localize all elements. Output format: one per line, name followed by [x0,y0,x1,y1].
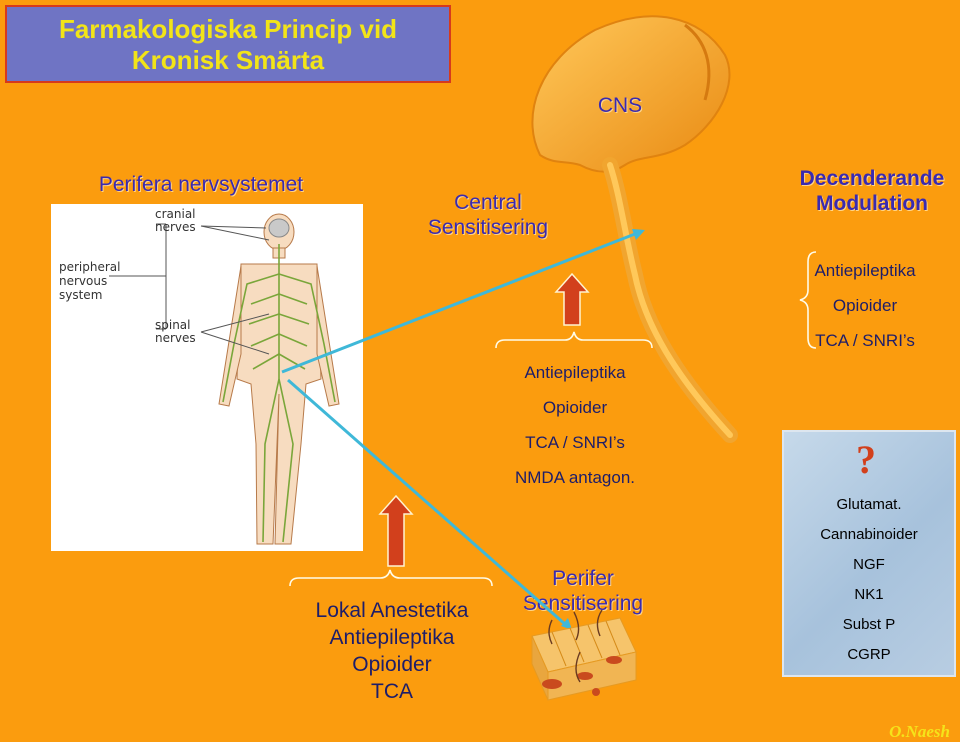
central-drug-2: Opioider [495,390,655,425]
descending-drug-list: Antiepileptika Opioider TCA / SNRI’s [790,253,940,358]
future-targets-panel: ? Glutamat. Cannabinoider NGF NK1 Subst … [782,430,956,677]
target-item-2: Cannabinoider [784,520,954,550]
target-item-3: NGF [784,550,954,580]
target-item-1: Glutamat. [784,490,954,520]
tissue-block [532,610,636,700]
target-item-6: CGRP [784,640,954,670]
central-drug-3: TCA / SNRI’s [495,425,655,460]
central-drug-list: Antiepileptika Opioider TCA / SNRI’s NMD… [495,355,655,495]
descending-drug-2: Opioider [790,288,940,323]
peripheral-drug-3: Opioider [288,651,496,678]
peripheral-drug-1: Lokal Anestetika [288,597,496,624]
central-drug-1: Antiepileptika [495,355,655,390]
peripheral-drug-4: TCA [288,678,496,705]
descending-drug-1: Antiepileptika [790,253,940,288]
descending-drug-3: TCA / SNRI’s [790,323,940,358]
author-signature: O.Naesh [889,722,950,742]
peripheral-drug-list: Lokal Anestetika Antiepileptika Opioider… [288,597,496,705]
target-item-4: NK1 [784,580,954,610]
question-mark: ? [856,440,876,480]
central-drug-4: NMDA antagon. [495,460,655,495]
target-item-5: Subst P [784,610,954,640]
future-targets-list: Glutamat. Cannabinoider NGF NK1 Subst P … [784,490,954,670]
peripheral-drug-2: Antiepileptika [288,624,496,651]
